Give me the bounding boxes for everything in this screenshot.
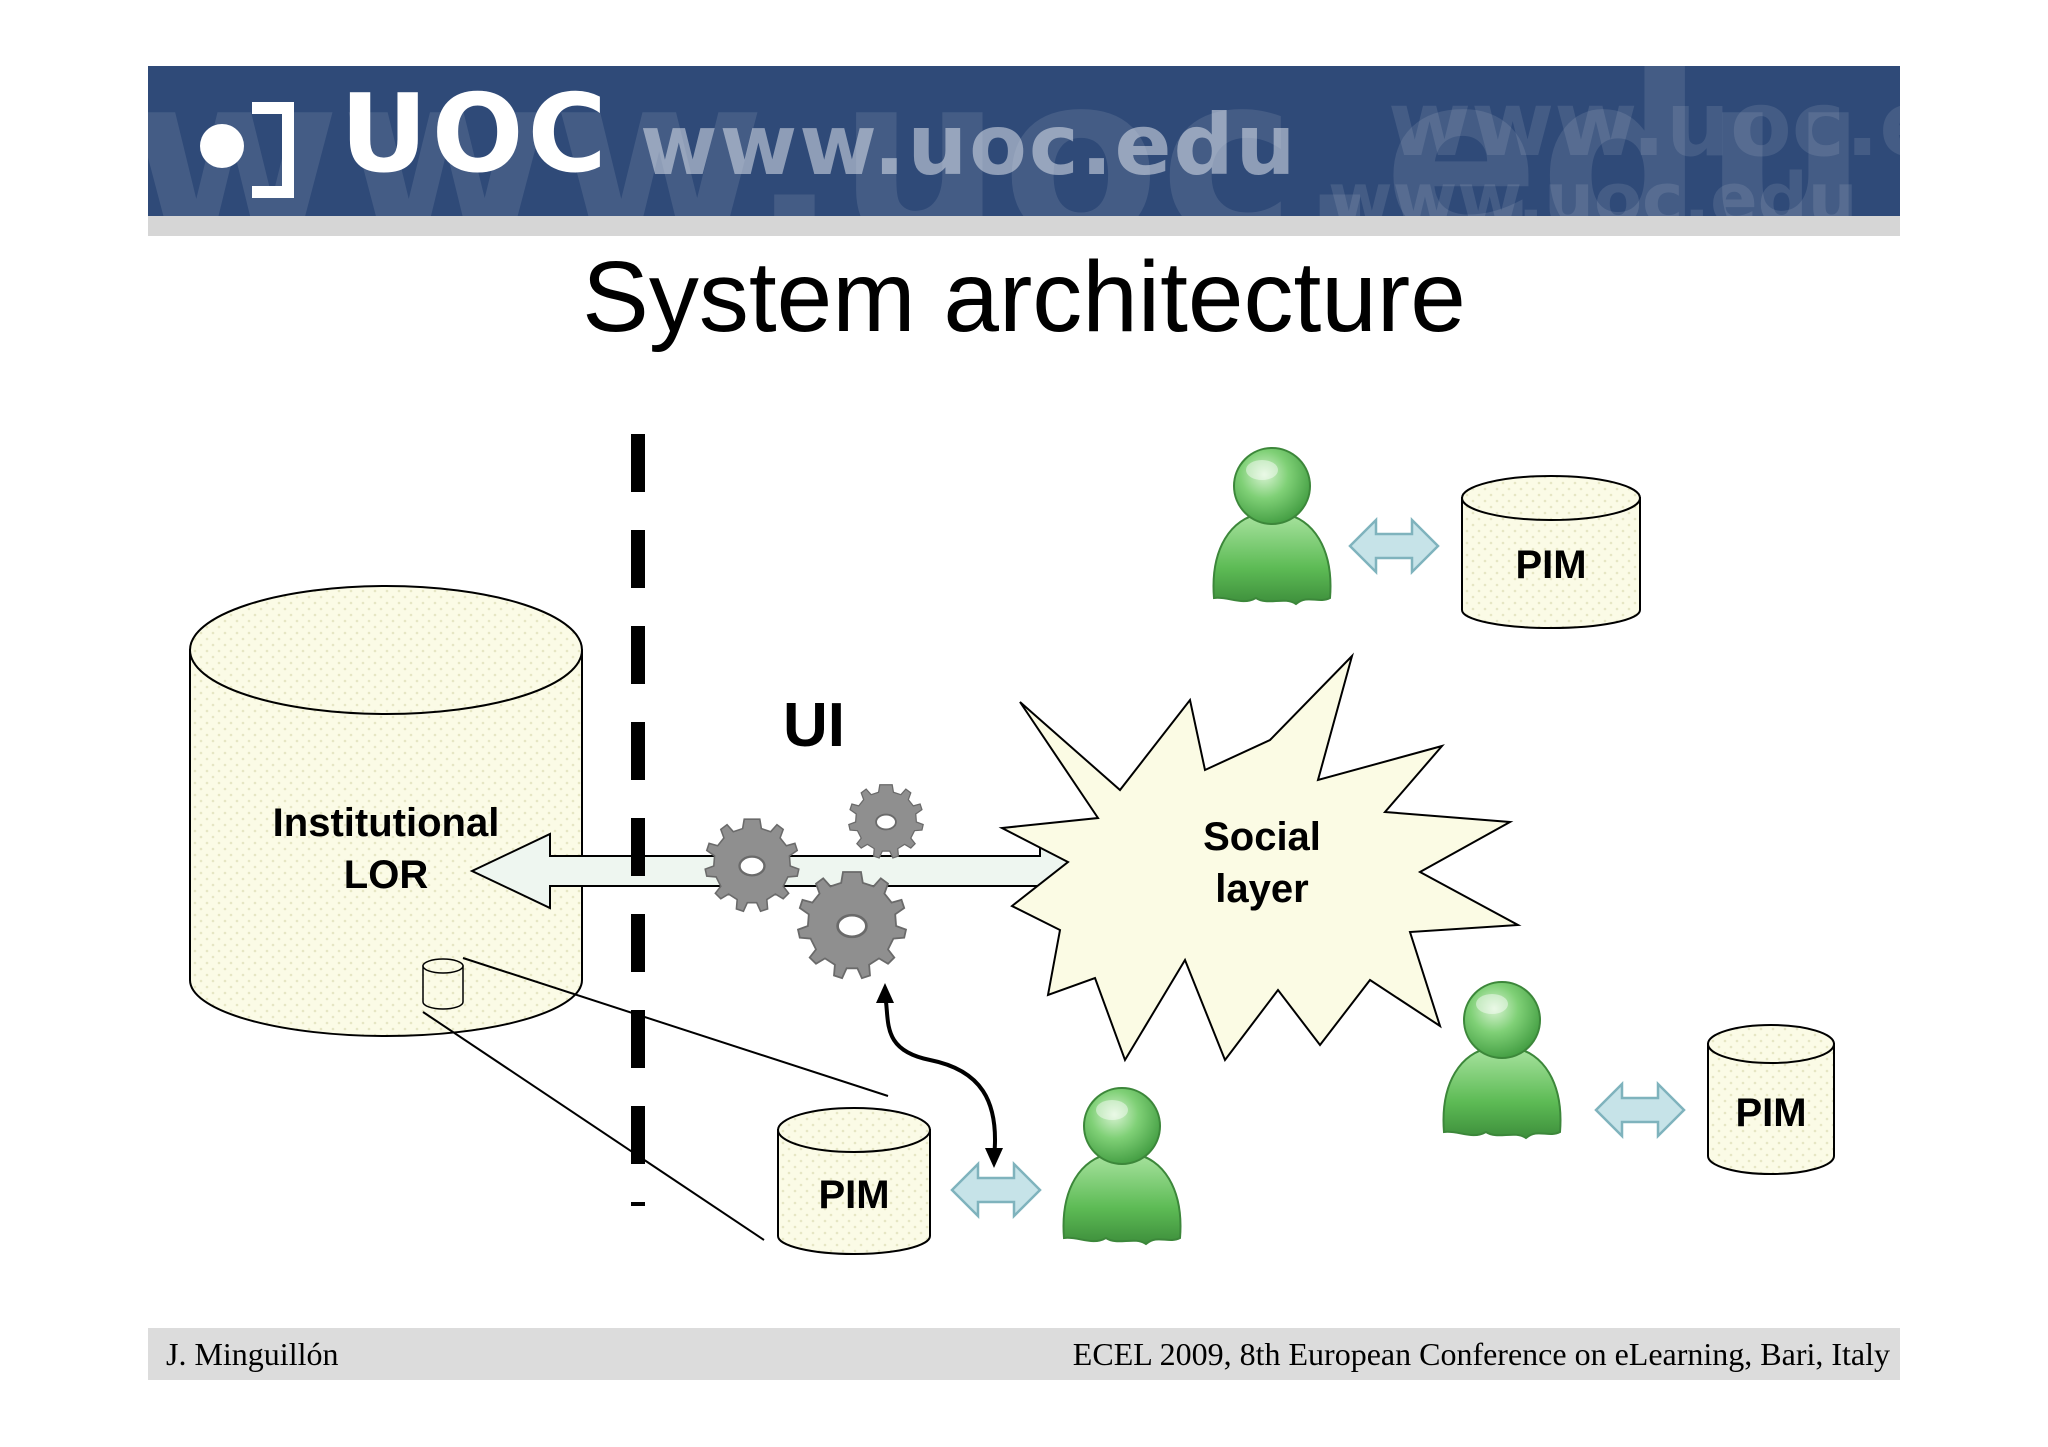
user-top-icon [1212, 447, 1332, 605]
projection-line-top [462, 957, 889, 1097]
pim-bottom-cylinder [777, 1107, 931, 1255]
pim-top-label: PIM [1515, 543, 1586, 587]
embedded-pim-cylinder [422, 958, 464, 1010]
header-banner: www.uoc.edu www.uoc.e www.uoc.edu UOC ww… [148, 66, 1900, 216]
header-url: www.uoc.edu [640, 96, 1298, 194]
arrowhead-down-icon [985, 1148, 1003, 1168]
social-label-line2: layer [1215, 867, 1308, 911]
social-layer-starburst [998, 652, 1522, 1063]
banner-shadow [148, 216, 1900, 236]
logo-dot-icon [200, 124, 244, 168]
pim-bottom-label: PIM [818, 1173, 889, 1217]
sync-arrow-right-icon [1594, 1082, 1686, 1138]
institutional-lor-cylinder [189, 585, 583, 1037]
pim-top-cylinder [1461, 475, 1641, 629]
user-to-ui-curved-arrow [883, 994, 997, 1159]
user-right-icon [1442, 981, 1562, 1139]
slide-title: System architecture [582, 241, 1466, 353]
pim-right-label: PIM [1735, 1091, 1806, 1135]
social-label-line1: Social [1203, 815, 1321, 859]
sync-arrow-bottom-icon [950, 1162, 1042, 1218]
footer-author: J. Minguillón [166, 1336, 339, 1372]
user-bottom-icon [1062, 1087, 1182, 1245]
banner-watermark: www.uoc.edu [148, 66, 1868, 216]
projection-line-bottom [422, 1011, 765, 1241]
banner-watermark-right-small: www.uoc.edu [1328, 158, 1858, 216]
banner-watermark-right: www.uoc.e [1388, 72, 1900, 177]
logo-text: UOC [340, 72, 611, 197]
slide-footer: J. Minguillón ECEL 2009, 8th European Co… [148, 1328, 1900, 1380]
repository-label-line2: LOR [344, 853, 429, 897]
footer-conference: ECEL 2009, 8th European Conference on eL… [1072, 1336, 1890, 1372]
repository-label-line1: Institutional [273, 801, 500, 845]
logo-bracket-icon [252, 102, 294, 198]
sync-arrow-top-icon [1348, 518, 1440, 574]
ui-label: UI [783, 691, 845, 760]
arrowhead-up-icon [876, 983, 894, 1003]
pim-right-cylinder [1707, 1024, 1835, 1175]
